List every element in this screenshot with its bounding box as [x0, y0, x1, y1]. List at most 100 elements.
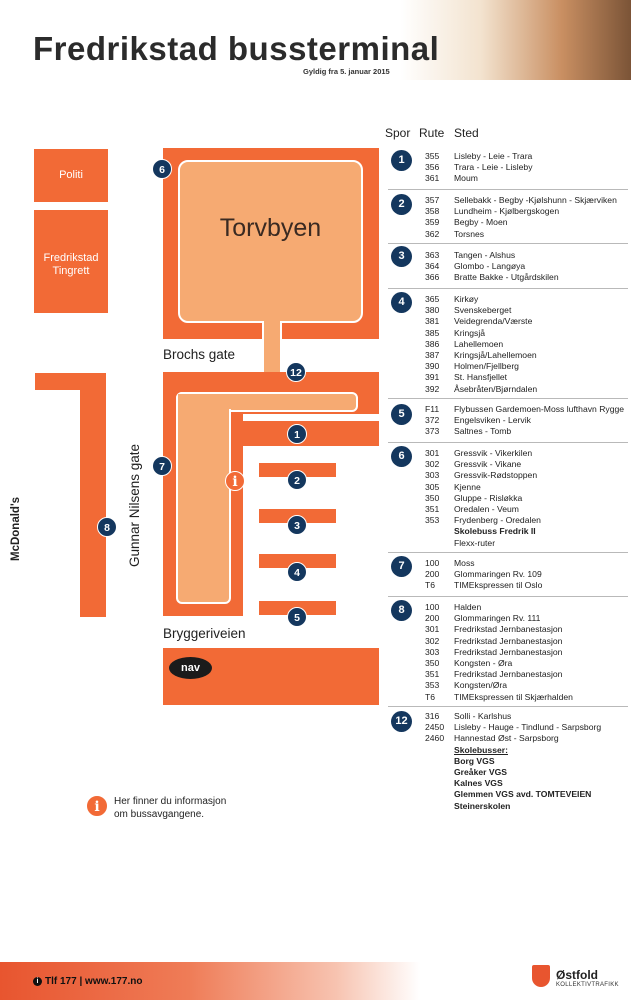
spor-1-badge: 1 [391, 150, 412, 171]
stop-7-badge[interactable]: 7 [152, 456, 172, 476]
stop-1-badge[interactable]: 1 [287, 424, 307, 444]
stop-4-badge[interactable]: 4 [287, 562, 307, 582]
divider [388, 442, 628, 443]
terminal-walkway-join [178, 394, 348, 409]
header-spor: Spor [385, 126, 411, 140]
header-photo [400, 0, 631, 80]
mcdonalds-label: McDonald's [10, 496, 22, 561]
divider [388, 189, 628, 190]
legend-line-2: om bussavgangene. [114, 809, 205, 820]
mcdonalds-gap [35, 390, 80, 617]
info-icon[interactable]: i [225, 471, 245, 491]
header-sted: Sted [454, 126, 479, 140]
terminal-walkway-v [176, 392, 231, 604]
legend-info-icon: i [86, 795, 108, 817]
street-bryggeriveien: Bryggeriveien [163, 626, 246, 641]
divider [388, 398, 628, 399]
spor-3-badge: 3 [391, 246, 412, 267]
info-small-icon: i [33, 976, 42, 986]
legend-line-1: Her finner du informasjon [114, 796, 227, 807]
platform-4-strip [259, 554, 336, 568]
nav-logo: nav [169, 657, 212, 679]
table-row: Skolebusser: [454, 744, 508, 755]
spor-2-badge: 2 [391, 194, 412, 215]
spor-4-badge: 4 [391, 292, 412, 313]
platform-1-strip [235, 421, 379, 446]
street-gunnar-nilsens-gate: Gunnar Nilsens gate [127, 443, 142, 567]
stop-6-badge[interactable]: 6 [152, 159, 172, 179]
stop-12-badge[interactable]: 12 [286, 362, 306, 382]
table-row: Greåker VGS [454, 767, 508, 778]
spor-6-badge: 6 [391, 446, 412, 467]
stop-5-badge[interactable]: 5 [287, 607, 307, 627]
tingrett-label-text: Fredrikstad Tingrett [43, 252, 99, 277]
stop-2-badge[interactable]: 2 [287, 470, 307, 490]
divider [388, 552, 628, 553]
nav-logo-text: nav [181, 662, 200, 674]
spor-7-badge: 7 [391, 556, 412, 577]
torvbyen-building [178, 160, 363, 323]
divider [388, 596, 628, 597]
mcdonalds-strip [80, 390, 106, 617]
table-row: Skolebuss Fredrik II [454, 526, 536, 537]
street-brochs-gate: Brochs gate [163, 347, 236, 362]
ostfold-logo-icon [532, 965, 550, 987]
stop-3-badge[interactable]: 3 [287, 515, 307, 535]
validity-date: Gyldig fra 5. januar 2015 [303, 67, 390, 76]
spor-12-badge: 12 [391, 711, 412, 732]
page-title: Fredrikstad bussterminal [33, 30, 440, 67]
stop-8-badge[interactable]: 8 [97, 517, 117, 537]
footer-strip [0, 962, 420, 1000]
table-row: Borg VGS [454, 755, 495, 766]
legend-text: Her finner du informasjon om bussavgange… [114, 795, 226, 821]
brand-name: Østfold [556, 968, 598, 982]
footer-contact-text: Tlf 177 | www.177.no [45, 976, 143, 987]
table-row: Steinerskolen [454, 800, 511, 811]
